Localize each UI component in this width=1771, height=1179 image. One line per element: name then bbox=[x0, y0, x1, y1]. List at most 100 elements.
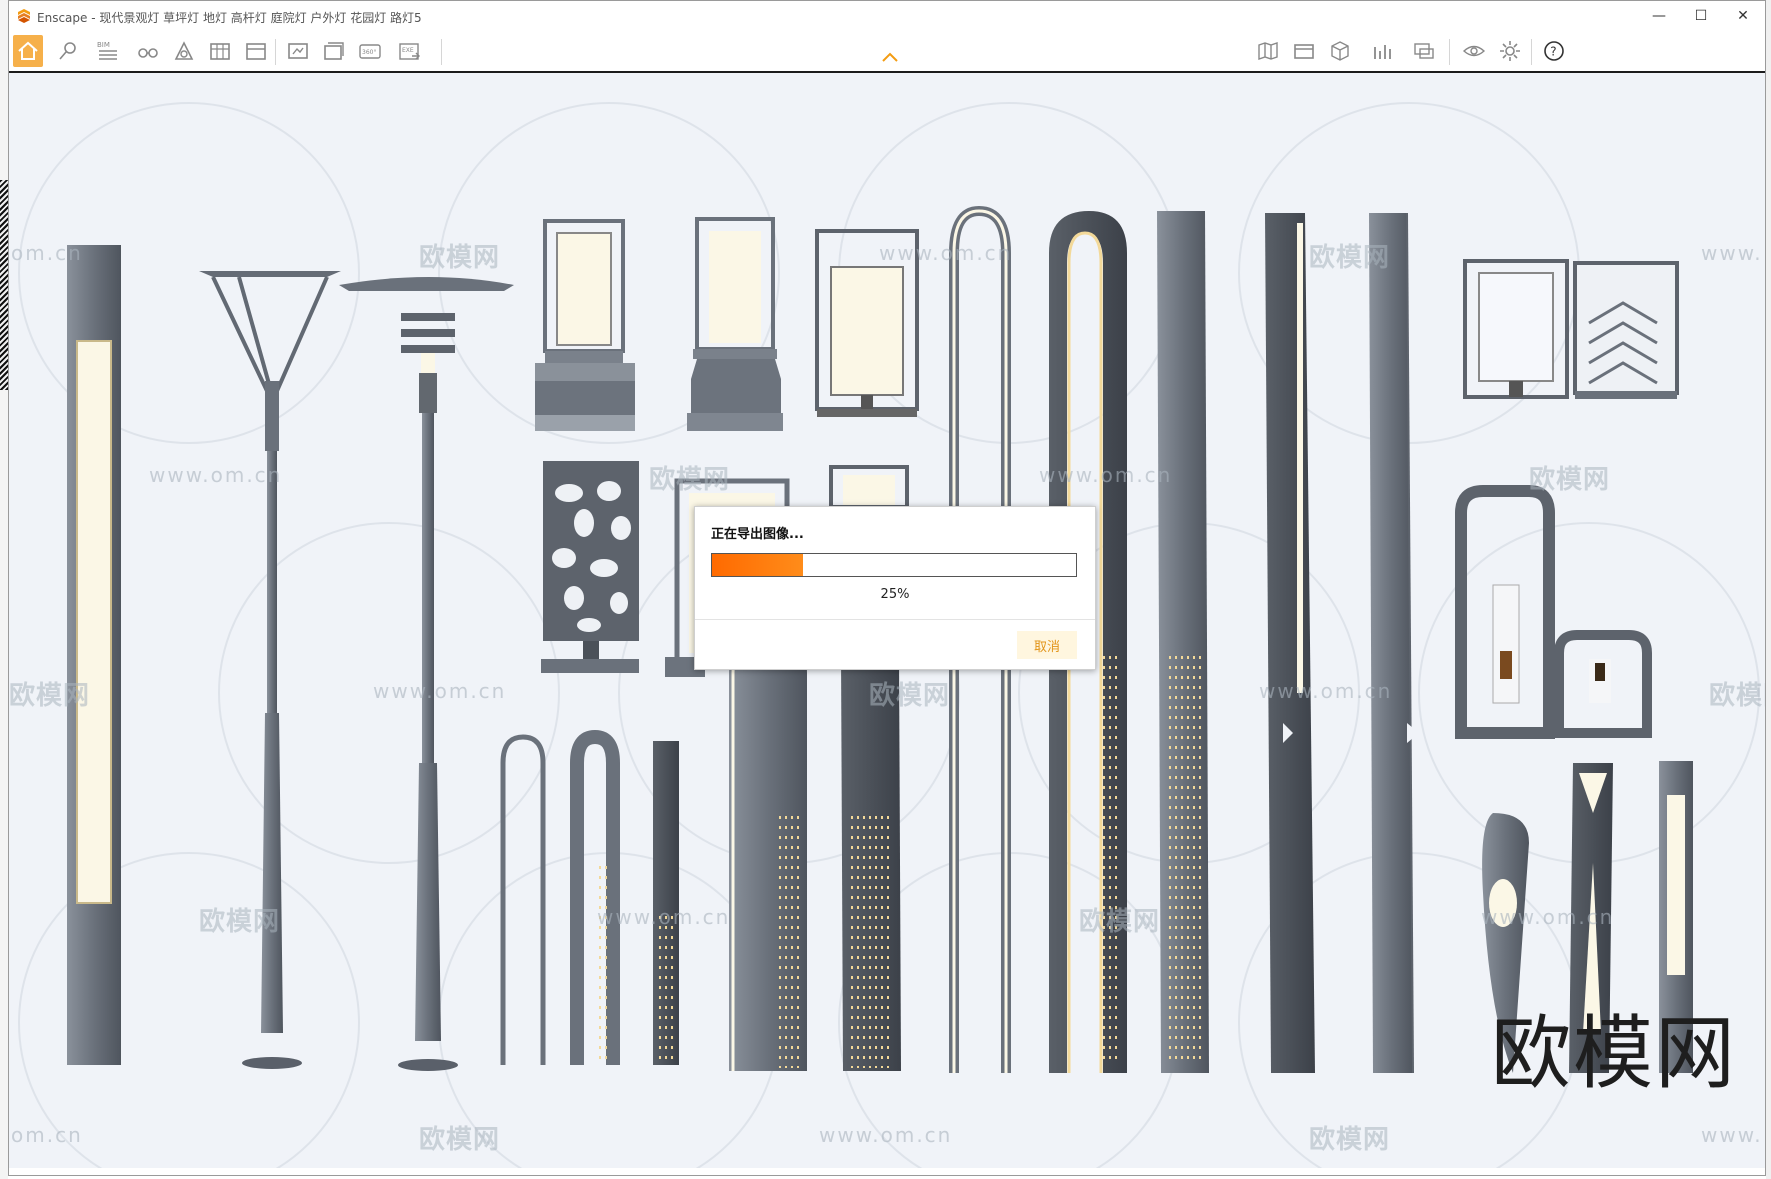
watermark-url: om.cn bbox=[11, 241, 83, 265]
export-exe-button[interactable]: EXE bbox=[395, 35, 425, 67]
maximize-button[interactable]: ☐ bbox=[1681, 1, 1721, 31]
watermark-brand: 欧模网 bbox=[1709, 681, 1765, 711]
slab-lamp-small bbox=[653, 741, 679, 1065]
dialog-divider bbox=[695, 619, 1095, 620]
bim-button[interactable]: BIM bbox=[93, 35, 123, 67]
teardrop-lamp bbox=[1482, 813, 1529, 1073]
toolbar-separator bbox=[1531, 39, 1532, 65]
window-title: Enscape - 现代景观灯 草坪灯 地灯 高杆灯 庭院灯 户外灯 花园灯 路… bbox=[37, 11, 422, 25]
lantern-framed-2 bbox=[687, 217, 783, 431]
pole-lamp-umbrella bbox=[199, 271, 341, 1069]
help-icon: ? bbox=[1544, 41, 1564, 61]
screenshot-icon bbox=[288, 43, 308, 59]
box-lantern-pattern bbox=[1573, 261, 1679, 399]
batch-render-button[interactable] bbox=[319, 35, 349, 67]
export-progress-bar bbox=[711, 553, 1077, 577]
watermark-url: www.om.cn bbox=[1481, 905, 1615, 929]
visual-settings-button[interactable] bbox=[1459, 35, 1489, 67]
arch-lamp-medium bbox=[729, 641, 807, 1071]
exe-label: EXE bbox=[402, 47, 414, 54]
panorama-button[interactable]: 360° bbox=[355, 35, 385, 67]
watermark-url: www.om.cn bbox=[1259, 679, 1393, 703]
arch-lamp-small-dotted bbox=[570, 729, 620, 1065]
watermark-brand: 欧模网 bbox=[1309, 243, 1391, 273]
upload-button[interactable] bbox=[1367, 35, 1397, 67]
lantern-framed-1 bbox=[535, 219, 635, 431]
render-viewport[interactable]: www.om.cn www.om.cn 欧模网 om.cn 欧模网 www.om… bbox=[9, 73, 1765, 1168]
watermark-brand: 欧模网 bbox=[1529, 465, 1611, 495]
video-editor-button[interactable] bbox=[1289, 35, 1319, 67]
watermark-brand: 欧模网 bbox=[869, 681, 951, 711]
arch-lantern-candle bbox=[1455, 485, 1555, 739]
window-icon bbox=[246, 43, 266, 60]
hatch-pattern bbox=[0, 180, 8, 390]
panorama-icon: 360° bbox=[359, 44, 381, 59]
column-lamp-prism-1 bbox=[1265, 213, 1315, 1073]
screenshot-button[interactable] bbox=[283, 35, 313, 67]
grid-icon bbox=[210, 43, 230, 60]
watermark-url: www.om.cn bbox=[819, 1123, 953, 1147]
progress-percent: 25% bbox=[880, 587, 910, 602]
watermark-url: www. bbox=[1701, 241, 1763, 265]
progress-fill bbox=[712, 554, 803, 576]
map-button[interactable] bbox=[1253, 35, 1283, 67]
views-button[interactable] bbox=[205, 35, 235, 67]
lantern-panel bbox=[815, 229, 919, 417]
export-exe-icon: EXE bbox=[399, 43, 420, 60]
brand-logo-text: 欧模网 bbox=[1491, 1007, 1737, 1100]
collaboration-button[interactable] bbox=[1409, 35, 1439, 67]
lantern-cutout-pattern bbox=[541, 461, 639, 673]
asset-library-icon bbox=[174, 41, 194, 60]
material-editor-button[interactable] bbox=[1325, 35, 1355, 67]
map-pin-icon bbox=[59, 42, 76, 60]
window-button[interactable] bbox=[241, 35, 271, 67]
arch-lamp-thin-tall bbox=[949, 205, 1011, 1073]
arch-lamp-wide bbox=[1049, 211, 1127, 1073]
help-label: ? bbox=[1550, 45, 1556, 59]
watermark-url: www. bbox=[1701, 1123, 1763, 1147]
dialog-title: 正在导出图像... bbox=[711, 527, 804, 542]
watermark-url: www.om.cn bbox=[373, 679, 507, 703]
box-lantern-frame bbox=[1463, 259, 1569, 399]
triangle-lamp bbox=[1569, 763, 1613, 1073]
left-window-edge bbox=[0, 0, 8, 1179]
maximize-icon: ☐ bbox=[1694, 8, 1708, 24]
minimize-button[interactable]: — bbox=[1639, 1, 1679, 31]
eye-icon bbox=[1462, 45, 1486, 57]
cube-icon bbox=[1331, 41, 1349, 61]
minimize-icon: — bbox=[1652, 8, 1666, 24]
toolbar-separator bbox=[1449, 39, 1450, 65]
location-pin-button[interactable] bbox=[53, 35, 83, 67]
watermark-url: om.cn bbox=[11, 1123, 83, 1147]
close-icon: ✕ bbox=[1737, 8, 1749, 24]
toolbar: BIM 360° bbox=[9, 31, 1765, 81]
slab-lamp-dotted bbox=[1157, 211, 1209, 1073]
enscape-logo-icon bbox=[18, 9, 30, 23]
chart-icon bbox=[1374, 45, 1391, 59]
collapse-toolbar-icon[interactable] bbox=[881, 51, 899, 63]
lamp-scene bbox=[18, 102, 1760, 1168]
watermark-brand: 欧模网 bbox=[649, 465, 731, 495]
watermark-brand: 欧模网 bbox=[1079, 907, 1161, 937]
help-button[interactable]: ? bbox=[1539, 35, 1569, 67]
binoculars-button[interactable] bbox=[133, 35, 163, 67]
pano-label: 360° bbox=[362, 49, 376, 56]
settings-button[interactable] bbox=[1495, 35, 1525, 67]
right-window-edge bbox=[1766, 0, 1771, 1179]
batch-render-icon bbox=[324, 42, 344, 60]
comment-icon bbox=[1414, 43, 1434, 59]
watermark-url: www.om.cn bbox=[879, 241, 1013, 265]
close-button[interactable]: ✕ bbox=[1723, 1, 1763, 31]
watermark-brand: 欧模网 bbox=[1309, 1125, 1391, 1155]
home-button[interactable] bbox=[13, 35, 43, 67]
bim-icon: BIM bbox=[97, 41, 117, 60]
slab-lamp-medium bbox=[841, 653, 901, 1071]
asset-library-button[interactable] bbox=[169, 35, 199, 67]
binoculars-icon bbox=[138, 48, 158, 58]
gear-icon bbox=[1500, 41, 1520, 61]
title-bar[interactable]: Enscape - 现代景观灯 草坪灯 地灯 高杆灯 庭院灯 户外灯 花园灯 路… bbox=[9, 1, 1765, 31]
cancel-button[interactable]: 取消 bbox=[1017, 631, 1077, 659]
column-lamp-prism-2 bbox=[1369, 212, 1419, 1074]
watermark-brand: 欧模网 bbox=[199, 907, 281, 937]
export-progress-dialog: 正在导出图像... 25% 取消 bbox=[694, 506, 1096, 670]
